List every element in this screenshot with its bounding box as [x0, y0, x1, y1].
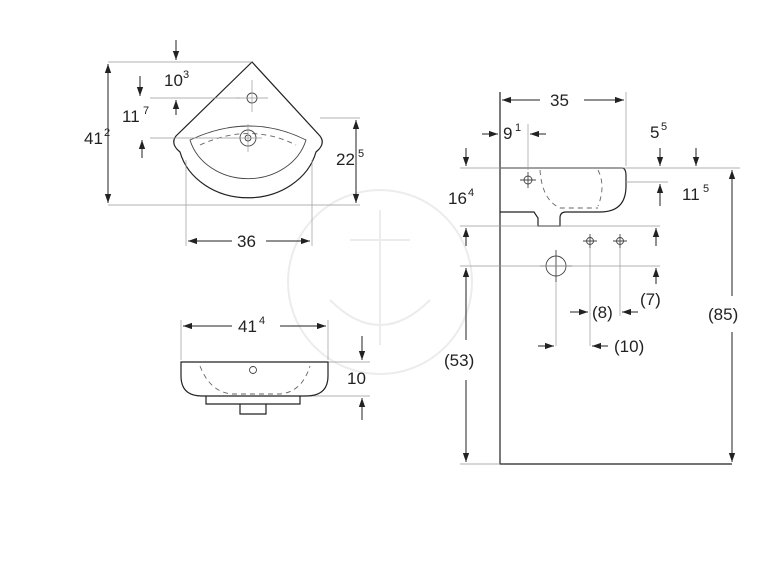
dim-41-2: 41 [84, 129, 103, 148]
front-tap-hole [249, 366, 257, 374]
tap-position-mark [520, 172, 536, 188]
dim-9-1-sup: 1 [515, 122, 521, 134]
dim-7: (7) [640, 290, 661, 309]
dim-11-7: 11 [122, 107, 140, 126]
dim-5-5: 5 [650, 123, 659, 142]
dim-10-paren: (10) [614, 337, 644, 356]
dim-41-4-sup: 4 [259, 315, 265, 327]
side-view: 35 9 1 5 5 16 4 11 5 (7) (8) (10) [444, 91, 740, 465]
dim-41-4: 41 [238, 317, 257, 336]
dim-10: 10 [347, 369, 366, 388]
top-view: 10 3 11 7 41 2 22 5 36 [84, 40, 364, 251]
dim-22-5: 22 [336, 150, 355, 169]
wall-line [499, 92, 732, 465]
supply-mark-left [583, 234, 597, 248]
front-view-outline [180, 361, 329, 397]
dim-85: (85) [708, 305, 738, 324]
dim-36: 36 [237, 232, 256, 251]
top-view-bowl [189, 125, 307, 180]
dim-11-5-sup: 5 [703, 183, 709, 195]
supply-mark-right [613, 234, 627, 248]
front-view: 41 4 10 [180, 315, 370, 420]
dim-22-5-sup: 5 [358, 148, 364, 160]
watermark-logo [287, 189, 473, 375]
dim-11-7-sup: 7 [143, 105, 149, 117]
dim-10-3: 10 [164, 71, 183, 90]
side-view-outline [500, 167, 627, 227]
dim-35: 35 [550, 91, 569, 110]
dim-41-2-sup: 2 [104, 127, 110, 139]
dim-16-4: 16 [448, 189, 467, 208]
dim-53: (53) [444, 351, 474, 370]
dim-11-5: 11 [682, 185, 700, 204]
dim-5-5-sup: 5 [661, 121, 667, 133]
dim-10-3-sup: 3 [183, 69, 189, 81]
dim-16-4-sup: 4 [468, 187, 474, 199]
dim-8: (8) [592, 303, 613, 322]
top-view-outline [173, 61, 323, 199]
dim-9-1: 9 [503, 124, 512, 143]
